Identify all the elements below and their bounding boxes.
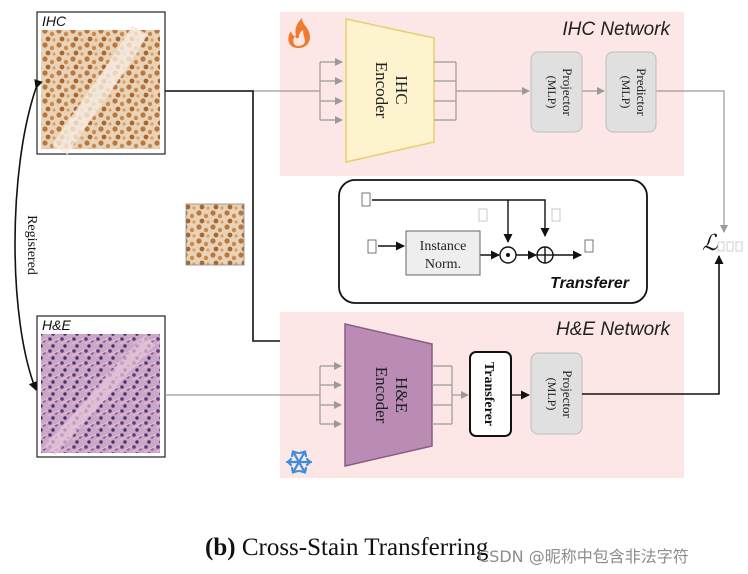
ihc-projector-box — [530, 51, 583, 133]
transferer-detail: Instance Norm. Transferer — [338, 179, 648, 304]
loss-symbol: ℒ — [702, 230, 719, 255]
ihc-encoder-label-line1: IHC — [392, 75, 411, 104]
ihc-predictor-box — [605, 51, 657, 133]
loss-term: ℒ — [702, 230, 743, 255]
ihc-projector-sublabel: (MLP) — [545, 76, 559, 109]
he-encoder-input-lines — [165, 362, 342, 428]
transferer-feature-in-bottom — [367, 239, 377, 254]
he-encoder-label-line1: H&E — [392, 377, 411, 413]
registered-arrow — [14, 78, 43, 391]
he-projector-to-loss-line — [582, 255, 724, 395]
he-transferer-box — [469, 351, 512, 437]
he-image-label: H&E — [42, 317, 71, 333]
he-image-panel: H&E — [36, 315, 166, 458]
transferer-detail-title: Transferer — [550, 275, 630, 292]
he-encoder-output-lines — [432, 365, 530, 425]
style-branch-line — [372, 199, 550, 237]
he-encoder — [344, 323, 433, 467]
ihc-encoder-input-lines — [290, 58, 343, 124]
ihc-predictor-label: Predictor — [634, 68, 649, 116]
transferer-output-symbol — [584, 239, 594, 253]
instance-norm-label-line2: Norm. — [425, 257, 461, 272]
instance-norm-label-line1: Instance — [420, 239, 467, 254]
caption-label: (b) — [205, 534, 236, 561]
ihc-encoder — [345, 18, 435, 163]
ihc-predictor-sublabel: (MLP) — [619, 76, 633, 109]
transferer-beta-symbol — [551, 208, 561, 222]
ihc-image-label: IHC — [42, 13, 67, 29]
ihc-encoder-label-line2: Encoder — [372, 62, 391, 119]
ihc-encoder-output-lines — [434, 61, 728, 233]
ihc-image-panel: IHC — [36, 11, 166, 155]
transferer-gamma-symbol — [478, 208, 488, 222]
registered-label: Registered — [24, 215, 39, 275]
transferer-feature-in-top — [361, 192, 371, 207]
figure-caption: (b) Cross-Stain Transferring — [205, 534, 488, 562]
he-projector-sublabel: (MLP) — [545, 378, 559, 411]
he-projector-label: Projector — [560, 370, 575, 418]
fire-icon — [288, 18, 310, 48]
csdn-watermark: CSDN @昵称中包含非法字符 — [478, 547, 689, 566]
ihc-thumbnail — [185, 203, 245, 266]
he-encoder-label-line2: Encoder — [372, 367, 391, 424]
ihc-projector-label: Projector — [560, 68, 575, 116]
instance-norm-box — [405, 230, 481, 276]
caption-text: Cross-Stain Transferring — [235, 534, 489, 561]
snowflake-icon — [285, 450, 313, 474]
he-network: H&E Network H&E Encoder — [165, 255, 724, 478]
he-transferer-label: Transferer — [481, 362, 496, 426]
he-network-title: H&E Network — [556, 319, 672, 340]
ihc-network-title: IHC Network — [562, 19, 671, 40]
ihc-network: IHC Network IHC Encoder — [280, 12, 728, 233]
